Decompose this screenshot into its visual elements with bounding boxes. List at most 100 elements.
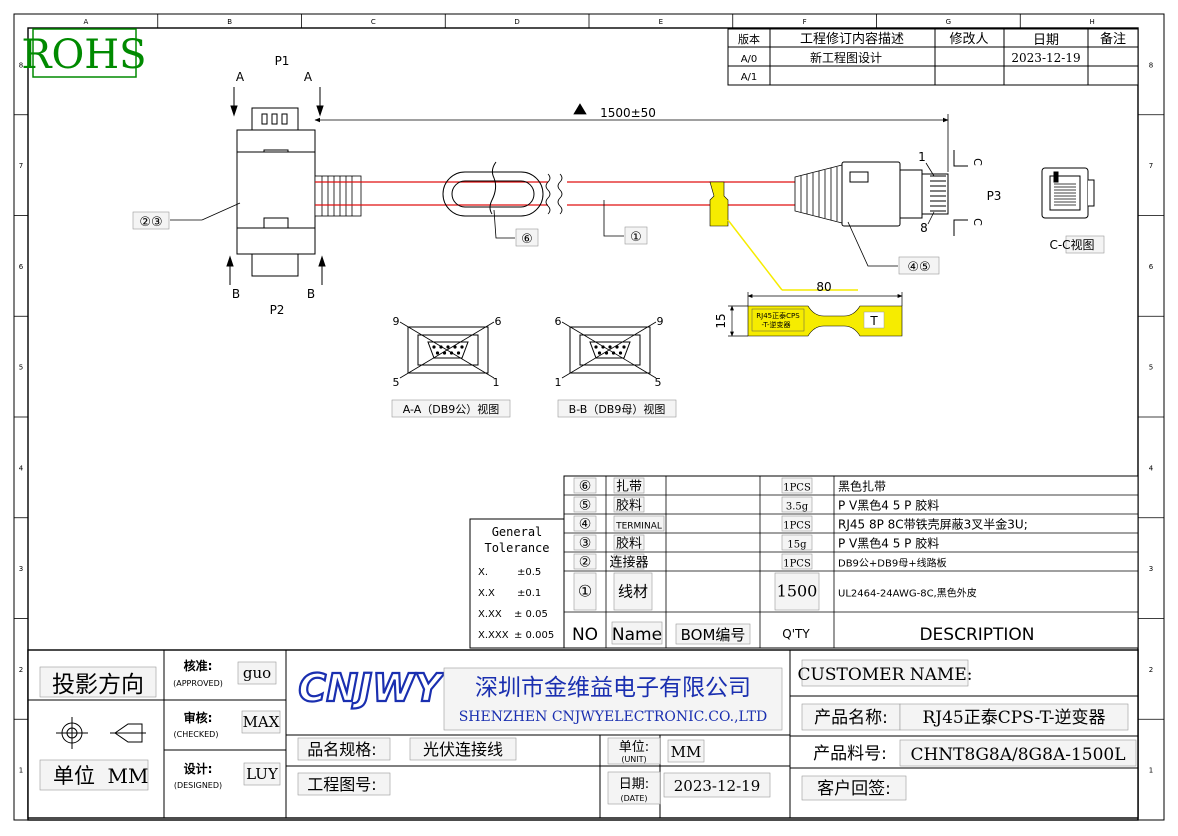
customer-name-label: CUSTOMER NAME:	[798, 665, 973, 685]
bom-row-name: 扎带	[616, 480, 642, 495]
bom-row-name: 连接器	[609, 555, 648, 571]
cc-view-label: C-C视图	[1049, 237, 1094, 252]
aa-view-pins	[432, 345, 464, 355]
border-col-label-top: F	[803, 18, 807, 26]
db9-pin	[608, 345, 612, 349]
db9-pin	[446, 345, 450, 349]
border-row-label-right: 6	[1149, 263, 1154, 271]
border-col-label-top: G	[946, 18, 951, 26]
label-width-dim: 80	[816, 280, 831, 294]
date-value: 2023-12-19	[674, 777, 760, 795]
border-row-label-left: 6	[19, 263, 24, 271]
rohs-text: ROHS	[21, 32, 146, 78]
border-row-label-left: 5	[19, 364, 23, 372]
unit2-value: MM	[671, 743, 702, 761]
tolerance-key-2: X.XX	[478, 609, 502, 620]
unit-value: MM	[108, 764, 149, 788]
bom-row-qty: 1PCS	[783, 483, 811, 494]
drawing-no-label: 工程图号:	[307, 775, 376, 794]
part-no-label: 产品料号:	[813, 744, 887, 764]
tolerance-val-0: ±0.5	[517, 567, 541, 578]
bb-view-db9-female	[561, 321, 657, 379]
border-row-label-right: 4	[1149, 464, 1154, 472]
db9-pin	[618, 351, 623, 355]
unit2-cn: 单位:	[619, 740, 649, 755]
db9-pin	[456, 351, 461, 355]
section-a-markers	[230, 87, 324, 117]
bom-row-name: 胶料	[616, 536, 642, 552]
p2-label: P2	[270, 303, 285, 317]
rev-row2-version: A/1	[741, 72, 758, 83]
checked-by: MAX	[243, 713, 280, 731]
aa-pin-tl: 9	[393, 315, 400, 328]
projection-label: 投影方向	[52, 672, 144, 698]
border-row-label-right: 8	[1149, 61, 1153, 69]
db9-connector-body	[236, 107, 316, 277]
bb-pin-tr: 9	[657, 315, 664, 328]
revision-table: 版本 工程修订内容描述 修改人 日期 备注 A/0 新工程图设计 2023-12…	[727, 28, 1139, 86]
bom-row-qty: 1PCS	[783, 521, 811, 532]
bb-pin-tl: 6	[555, 315, 562, 328]
aa-view-label: A-A（DB9公）视图	[403, 402, 500, 416]
bom-row-desc: RJ45 8P 8C带铁壳屏蔽3叉半金3U;	[838, 517, 1028, 532]
section-a-left-label: A	[236, 70, 245, 84]
border-row-label-right: 5	[1149, 364, 1153, 372]
cable-break-marks	[545, 173, 563, 215]
tolerance-title-2: Tolerance	[484, 541, 549, 555]
tolerance-val-1: ±0.1	[517, 588, 541, 599]
db9-pin	[611, 351, 616, 355]
db9-pin	[597, 351, 602, 355]
bb-view-pins	[594, 345, 626, 355]
rev-header-note: 备注	[1100, 31, 1126, 47]
bom-row-no: ③	[579, 536, 592, 552]
border-row-label-left: 1	[19, 767, 23, 775]
db9-pin	[449, 351, 454, 355]
cc-view-socket	[1041, 167, 1095, 219]
section-b-left-label: B	[232, 287, 240, 301]
rohs-mark: ROHS	[21, 28, 147, 78]
callout-23: ②③	[139, 215, 162, 230]
callout-45: ④⑤	[907, 260, 930, 275]
label-t: T	[869, 314, 878, 328]
border-col-label-top: B	[227, 18, 232, 26]
length-dimension-text: 1500±50	[600, 106, 656, 120]
border-row-label-left: 7	[19, 162, 23, 170]
section-c-top-label: C	[971, 158, 984, 166]
callout-1: ①	[630, 230, 642, 245]
rev-header-date: 日期	[1033, 33, 1059, 48]
product-name-label: 产品名称:	[814, 708, 888, 728]
rev-row1-desc: 新工程图设计	[810, 50, 882, 65]
designed-by: LUY	[246, 765, 279, 783]
customer-sign-label: 客户回签:	[817, 779, 891, 799]
logo-text: CNJWY	[298, 666, 445, 710]
bom-row-no: ⑥	[579, 479, 592, 495]
bom-row-desc: P V黑色4 5 P 胶料	[838, 536, 939, 551]
label-dimensions	[728, 292, 903, 337]
bom-row-qty: 1500	[777, 582, 818, 601]
section-b-markers	[226, 255, 326, 285]
checked-en: (CHECKED)	[174, 730, 219, 739]
border-col-label-top: D	[514, 18, 519, 26]
spec-value: 光伏连接线	[423, 740, 503, 759]
rev-row1-version: A/0	[741, 54, 758, 65]
bom-row-no: ②	[579, 555, 592, 571]
label-text-line-1: RJ45正泰CPS	[756, 311, 800, 320]
bom-row-desc: 黑色扎带	[838, 480, 886, 494]
section-b-right-label: B	[307, 287, 315, 301]
section-c-bottom-label: C	[971, 218, 984, 226]
tolerance-title-1: General	[492, 525, 543, 539]
border-row-label-left: 8	[19, 61, 23, 69]
length-dimension	[314, 103, 949, 172]
tolerance-val-3: ± 0.005	[514, 630, 554, 641]
spec-label: 品名规格:	[307, 740, 376, 759]
db9-pin	[439, 345, 443, 349]
unit-label: 单位	[53, 764, 95, 788]
date-cn: 日期:	[619, 777, 649, 792]
rj45-pin-1-label: 1	[918, 150, 926, 164]
border-col-label-top: E	[659, 18, 663, 26]
checked-cn: 审核:	[184, 710, 213, 725]
bom-row-qty: 15g	[787, 540, 807, 551]
bb-pin-br: 5	[655, 376, 662, 389]
